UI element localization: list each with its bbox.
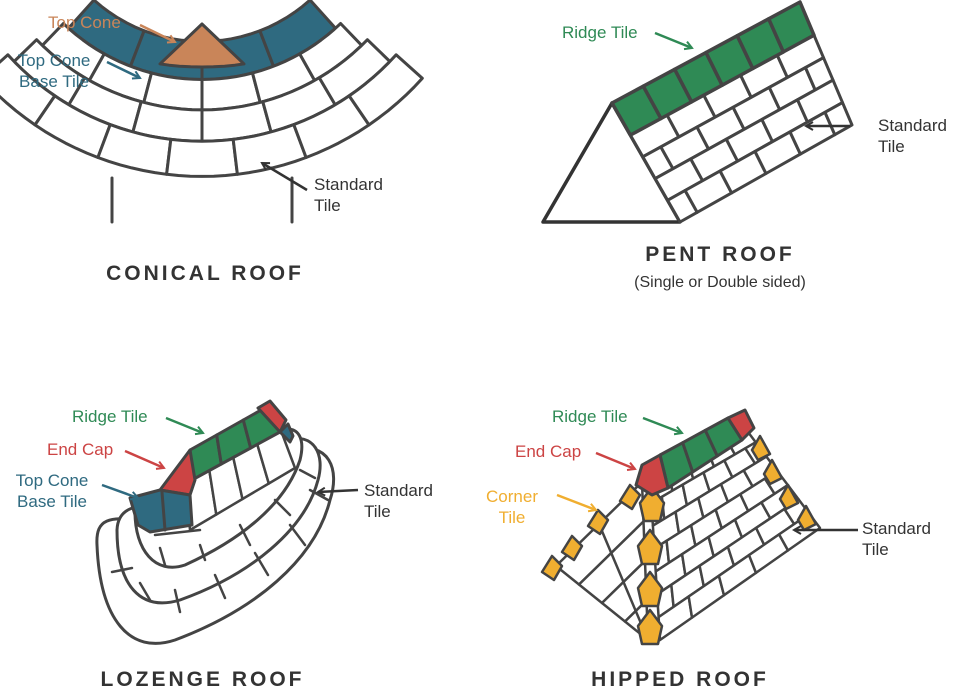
lozenge-tile-joint [158,546,167,567]
arrow-conical-top-cone-base [106,60,140,78]
lozenge-tile-joint [153,528,202,537]
pent-roof-subtitle: (Single or Double sided) [634,274,806,291]
hipped-end-cap [726,408,756,442]
lozenge-tile-joint [138,581,152,602]
label-arrows [101,23,858,530]
lozenge-tile-joint [288,523,307,547]
lozenge-tile-joint [238,523,252,547]
pent-ridge-tile [766,0,816,54]
conical-roof-title: CONICAL ROOF [106,262,304,285]
hipped-corner-tile [636,570,664,608]
lozenge-tile-joint [198,543,207,562]
arrow-hipped-ridge [642,416,682,433]
arrow-lozenge-ridge [165,416,203,433]
hipped-end-cap [634,453,670,497]
hipped-corner-tile [636,528,664,566]
lozenge-top-cone-base-tile [278,422,295,444]
lozenge-top-cone-base-label: Top Cone Base Tile [15,471,89,511]
arrow-pent-ridge [654,31,692,48]
lozenge-tile-joint [160,490,167,532]
arrow-lozenge-standard [318,490,359,492]
lozenge-end-cap-label: End Cap [47,440,114,459]
lozenge-roof-title: LOZENGE ROOF [100,668,305,691]
conical-roof-illustration [0,0,424,224]
conical-top-cone-label: Top Cone [48,13,121,32]
lozenge-end-cap [256,399,288,434]
lozenge-standard-tile-label: Standard Tile [364,481,433,521]
hipped-tile-joint [622,580,637,613]
pent-standard-tile-label: Standard Tile [878,116,947,156]
pent-ridge-tile-label: Ridge Tile [562,23,638,42]
lozenge-tile-joint [273,498,292,517]
hipped-corner-tile [586,508,610,536]
pent-roof-title: PENT ROOF [645,243,795,266]
arrow-hipped-end-cap [595,451,635,469]
hipped-end-cap-label: End Cap [515,442,582,461]
arrow-hipped-corner [556,493,596,510]
hipped-corner-tile [778,483,800,511]
conical-standard-tile-label: Standard Tile [314,175,383,215]
lozenge-ridge-tile-label: Ridge Tile [72,407,148,426]
lozenge-roof-illustration [95,399,336,645]
hipped-corner-tile [750,434,772,462]
lozenge-tile-joint [298,468,317,480]
arrow-conical-standard [262,161,308,192]
hipped-corner-tile [560,534,584,562]
conical-standard-tile [347,53,424,127]
hipped-corner-tile [638,485,666,523]
arrow-top-cone [139,23,175,42]
lozenge-tile-joint [173,588,182,614]
hipped-tile-joint [610,551,625,584]
hipped-ridge-tile-label: Ridge Tile [552,407,628,426]
arrow-lozenge-top-cone-base [101,483,138,498]
conical-top-cone-base-label: Top Cone Base Tile [17,51,91,91]
hipped-roof-title: HIPPED ROOF [591,668,769,691]
lozenge-tile-joint [110,566,134,574]
hipped-corner-tile-label: Corner Tile [486,487,538,527]
lozenge-tile-joint [253,551,270,577]
pent-roof-illustration [541,0,854,224]
lozenge-top-cone-base-tile [128,488,194,534]
lozenge-end-cap [158,448,197,497]
hipped-standard-tile-label: Standard Tile [862,519,931,559]
hipped-corner-tile [618,483,642,511]
hipped-corner-tile [540,554,564,582]
pent-ridge-tiles [610,0,816,137]
conical-top-cone-tile [158,22,246,69]
hipped-corner-tile [762,458,784,486]
hipped-roof-illustration [540,408,822,646]
hipped-corner-tile [636,608,664,646]
conical-standard-tile [165,137,239,178]
arrow-lozenge-end-cap [124,449,164,468]
lozenge-tile-joint [213,573,227,600]
